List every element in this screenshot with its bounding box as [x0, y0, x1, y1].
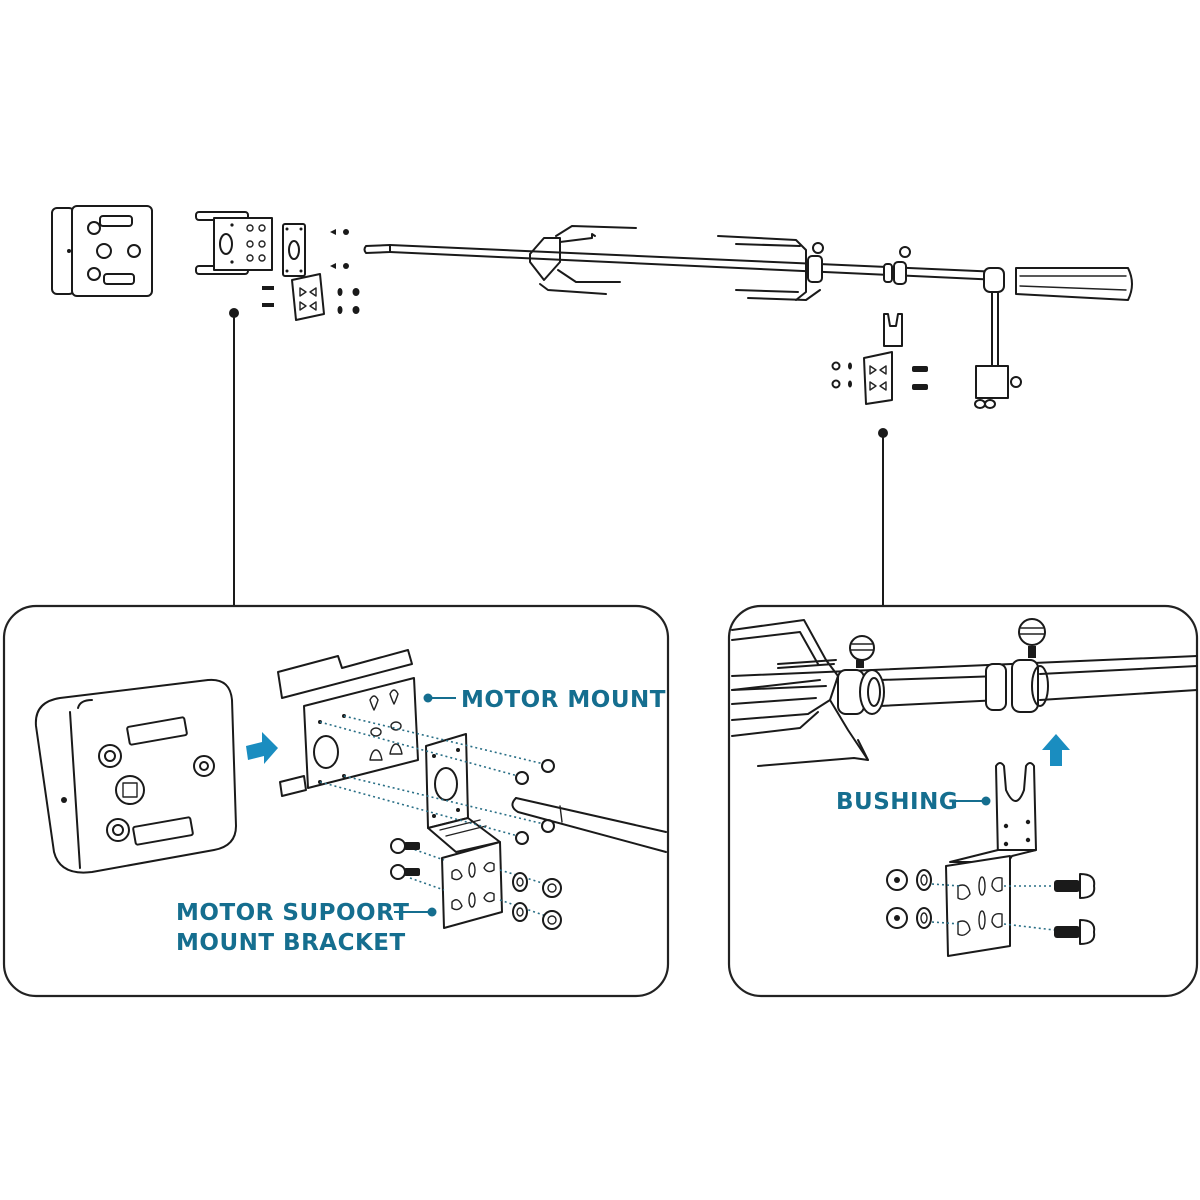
bushing-small: [831, 313, 928, 405]
fork-collar: [837, 635, 885, 715]
counterweight: [974, 291, 1022, 409]
arrow-right-icon: [246, 732, 278, 764]
bolt-upper: [390, 838, 420, 854]
motor-plate-small: [282, 223, 306, 277]
motor-small: [51, 205, 153, 297]
overview-illustration: [51, 205, 1133, 606]
screw-upper: [1054, 873, 1096, 899]
callout-motor-support: [394, 907, 437, 917]
leader-line-left: [229, 308, 239, 606]
meat-fork-right: [717, 235, 824, 301]
rod-collar-thumb-screw: [985, 618, 1049, 713]
label-bushing: BUSHING: [836, 789, 959, 815]
support-bracket-small: [291, 273, 325, 321]
hardware-right: [886, 869, 1096, 945]
handle: [983, 267, 1133, 301]
motor-support-bracket-large: [427, 817, 503, 929]
motor-mount-small: [195, 211, 273, 275]
label-motor-support-line1: MOTOR SUPOORT: [176, 900, 410, 926]
motor-large: [34, 678, 237, 874]
collar-thumb-screw: [883, 246, 911, 285]
small-screws: [262, 229, 360, 314]
assembly-guide-lines-right: [931, 883, 1055, 931]
bolt-lower: [390, 864, 420, 880]
spit-rod-end-detail: [511, 797, 667, 853]
screw-lower: [1054, 919, 1096, 945]
arrow-up-icon: [1042, 734, 1070, 766]
label-motor-support-line2: MOUNT BRACKET: [176, 930, 406, 956]
leader-line-right: [878, 428, 888, 606]
hardware-left: [390, 759, 562, 930]
meat-fork-left: [529, 225, 637, 295]
callout-motor-mount: [423, 693, 456, 703]
callout-bushing: [954, 796, 991, 806]
motor-mount-large: [277, 649, 419, 797]
label-motor-mount: MOTOR MOUNT: [461, 687, 666, 713]
bushing-large: [945, 762, 1037, 957]
spit-rod-detail: [731, 655, 1198, 707]
